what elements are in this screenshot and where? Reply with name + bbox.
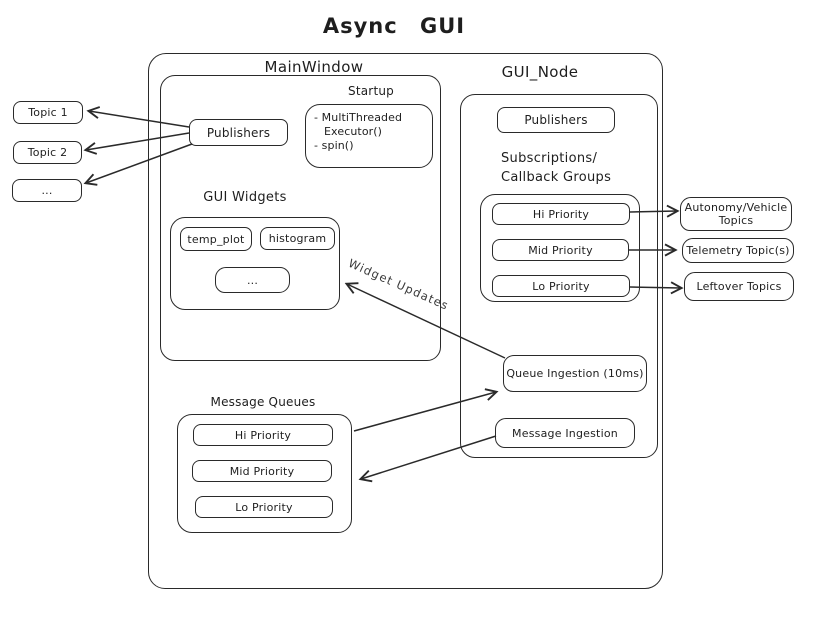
gui-node-box bbox=[460, 94, 658, 458]
temp-plot-widget-box: temp_plot bbox=[180, 227, 252, 251]
subscription-hi-priority-label: Hi Priority bbox=[532, 207, 590, 221]
mainwindow-label: MainWindow bbox=[264, 58, 364, 76]
gui-node-publishers-box: Publishers bbox=[497, 107, 615, 133]
histogram-widget-label: histogram bbox=[268, 232, 327, 245]
subscriptions-label: Subscriptions/ Callback Groups bbox=[501, 151, 612, 185]
startup-box bbox=[305, 104, 433, 168]
gui-node-label: GUI_Node bbox=[501, 63, 579, 81]
telemetry-topics-label: Telemetry Topic(s) bbox=[686, 244, 790, 257]
topic-ellipsis-label: ... bbox=[41, 184, 53, 197]
message-ingestion-box: Message Ingestion bbox=[495, 418, 635, 448]
message-queues-box bbox=[177, 414, 352, 533]
mainwindow-publishers-box: Publishers bbox=[189, 119, 288, 146]
subscription-hi-priority-box: Hi Priority bbox=[492, 203, 630, 225]
message-queues-label: Message Queues bbox=[210, 395, 316, 409]
gui-widgets-box bbox=[170, 217, 340, 310]
mainwindow-box bbox=[160, 75, 441, 361]
message-ingestion-label: Message Ingestion bbox=[512, 426, 618, 440]
autonomy-vehicle-topics-label: Autonomy/Vehicle Topics bbox=[684, 201, 788, 227]
topic2-box: Topic 2 bbox=[13, 141, 82, 164]
widget-ellipsis-label: ... bbox=[246, 273, 259, 287]
temp-plot-widget-label: temp_plot bbox=[187, 232, 245, 246]
queue-hi-priority-box: Hi Priority bbox=[193, 424, 333, 446]
queue-hi-priority-label: Hi Priority bbox=[234, 428, 292, 442]
subscription-lo-priority-box: Lo Priority bbox=[492, 275, 630, 297]
telemetry-topics-box: Telemetry Topic(s) bbox=[682, 238, 794, 263]
queue-mid-priority-box: Mid Priority bbox=[192, 460, 332, 482]
gui-widgets-label: GUI Widgets bbox=[203, 190, 287, 205]
widget-ellipsis-box: ... bbox=[215, 267, 290, 293]
startup-code-lines: - MultiThreaded Executor() - spin() bbox=[314, 111, 432, 153]
startup-line-spin: - spin() bbox=[314, 139, 354, 152]
subscription-mid-priority-label: Mid Priority bbox=[528, 243, 593, 257]
leftover-topics-box: Leftover Topics bbox=[684, 272, 794, 301]
histogram-widget-box: histogram bbox=[260, 227, 335, 250]
subscriptions-box bbox=[480, 194, 640, 302]
autonomy-vehicle-topics-box: Autonomy/Vehicle Topics bbox=[680, 197, 792, 231]
startup-line-executor: Executor() bbox=[324, 125, 383, 138]
topic1-label: Topic 1 bbox=[28, 106, 68, 119]
queue-mid-priority-label: Mid Priority bbox=[229, 464, 295, 478]
topic1-box: Topic 1 bbox=[13, 101, 83, 124]
mainwindow-publishers-label: Publishers bbox=[206, 125, 271, 140]
topic2-label: Topic 2 bbox=[27, 146, 68, 159]
queue-ingestion-box: Queue Ingestion (10ms) bbox=[503, 355, 647, 392]
outer-container-box bbox=[148, 53, 663, 589]
queue-lo-priority-label: Lo Priority bbox=[235, 500, 293, 514]
subscription-mid-priority-box: Mid Priority bbox=[492, 239, 629, 261]
leftover-topics-label: Leftover Topics bbox=[696, 280, 782, 293]
startup-label: Startup bbox=[348, 84, 394, 98]
queue-lo-priority-box: Lo Priority bbox=[195, 496, 333, 518]
gui-node-publishers-label: Publishers bbox=[524, 113, 588, 127]
topic-ellipsis-box: ... bbox=[12, 179, 82, 202]
subscription-lo-priority-label: Lo Priority bbox=[532, 279, 590, 293]
diagram-title: Async GUI bbox=[322, 14, 466, 38]
startup-line-multithreaded: - MultiThreaded bbox=[314, 111, 403, 124]
queue-ingestion-label: Queue Ingestion (10ms) bbox=[506, 367, 644, 380]
